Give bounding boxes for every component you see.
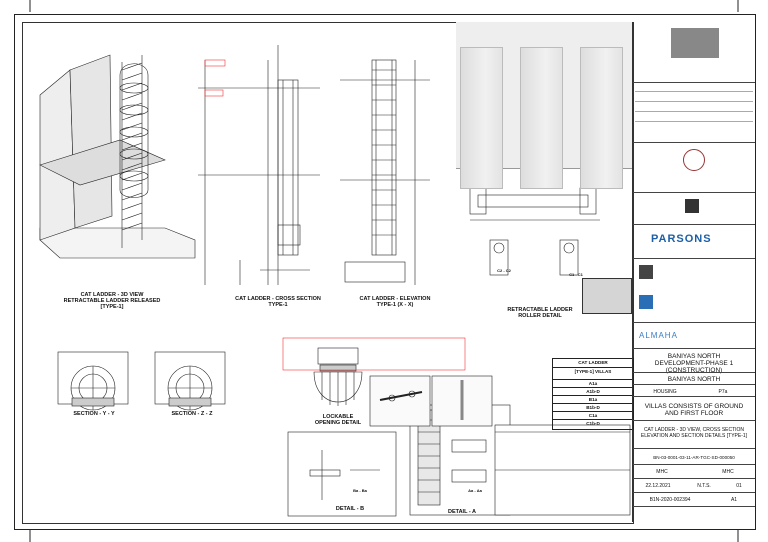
title-block: PARSONS ALMAHA BANIYAS NORTH DEVELOPMENT… bbox=[632, 22, 755, 522]
section-zz-label: SECTION - Z - Z bbox=[171, 411, 213, 417]
drawn-checked-row: MHC MHC bbox=[633, 464, 755, 479]
roller-label: RETRACTABLE LADDER ROLLER DETAIL bbox=[507, 307, 573, 319]
developer-logo-row bbox=[633, 192, 755, 225]
cat-ladder-cross-section bbox=[198, 45, 320, 285]
date: 22.12.2021 bbox=[645, 483, 671, 489]
package: P7a bbox=[718, 389, 728, 395]
table-subtitle: [TYPE-1] VILLAS bbox=[553, 367, 633, 376]
scale: N.T.S. bbox=[697, 483, 711, 489]
c2-label: C2 - C2 bbox=[497, 268, 511, 273]
sheet-size: A1 bbox=[730, 497, 738, 503]
detail-a-label: DETAIL - A bbox=[447, 509, 476, 515]
drawing-sheet-border bbox=[14, 14, 756, 530]
table-row: B1a bbox=[553, 395, 633, 404]
area-name: BANIYAS NORTH bbox=[667, 376, 721, 383]
roller-detail bbox=[469, 187, 600, 276]
section-yy bbox=[57, 351, 129, 411]
discipline-row: HOUSING P7a bbox=[633, 384, 755, 397]
render-photo-2 bbox=[520, 47, 563, 189]
contract-row: B1N-2020-002394 A1 bbox=[633, 492, 755, 507]
table-row: C1b-D bbox=[553, 419, 633, 428]
render-photo-1 bbox=[460, 47, 503, 189]
cat-ladder-3d-view bbox=[39, 54, 196, 259]
drawing-title: CAT LADDER - 3D VIEW, CROSS SECTION ELEV… bbox=[640, 427, 748, 439]
drawn-by: MHC bbox=[656, 469, 668, 475]
revision: 01 bbox=[736, 483, 742, 489]
drawing-title-row: CAT LADDER - 3D VIEW, CROSS SECTION ELEV… bbox=[633, 420, 755, 449]
c1-label: C1 - C1 bbox=[569, 272, 583, 277]
consultant-logo: PARSONS bbox=[651, 233, 712, 245]
consultant-row: PARSONS bbox=[633, 224, 755, 259]
drawing-number: BN-03-0001-03-11-AR-TGC-SD-000050 bbox=[653, 455, 735, 460]
discipline: HOUSING bbox=[653, 389, 677, 395]
subconsultant-row bbox=[633, 258, 755, 323]
contractor-row: ALMAHA bbox=[633, 322, 755, 349]
roller-photo bbox=[582, 278, 632, 314]
drawing-number-row: BN-03-0001-03-11-AR-TGC-SD-000050 bbox=[633, 448, 755, 465]
table-row: A1b-D bbox=[553, 387, 633, 396]
checked-by: MHC bbox=[722, 469, 734, 475]
detail-b-label: DETAIL - B bbox=[335, 506, 365, 512]
ba-label: Ba - Ba bbox=[353, 488, 367, 493]
description-row: VILLAS CONSISTS OF GROUND AND FIRST FLOO… bbox=[633, 396, 755, 421]
aa-label: Aa - Aa bbox=[468, 488, 482, 493]
ladder-render-photos bbox=[456, 22, 632, 189]
cat-ladder-elevation bbox=[340, 59, 430, 285]
client-seal-icon bbox=[683, 149, 705, 171]
project-name-row: BANIYAS NORTH DEVELOPMENT-PHASE 1 (CONST… bbox=[633, 348, 755, 374]
cat-ladder-villa-table: CAT LADDER [TYPE-1] VILLAS A1a A1b-D B1a… bbox=[552, 358, 634, 430]
area-row: BANIYAS NORTH bbox=[633, 372, 755, 385]
drawing-area bbox=[22, 22, 634, 524]
table-row: A1a bbox=[553, 379, 633, 388]
sub-logo-icon bbox=[639, 265, 653, 279]
table-row: B1b-D bbox=[553, 403, 633, 412]
lockable-opening-detail bbox=[313, 347, 363, 406]
bottom-row bbox=[633, 506, 755, 523]
client-logo-row bbox=[633, 142, 755, 193]
project-name: BANIYAS NORTH DEVELOPMENT-PHASE 1 (CONST… bbox=[654, 353, 734, 374]
revision-rows bbox=[633, 82, 755, 143]
lockable-label: LOCKABLE OPENING DETAIL bbox=[314, 414, 362, 426]
table-title: CAT LADDER bbox=[578, 360, 608, 365]
cross-section-label: CAT LADDER - CROSS SECTION TYPE-1 bbox=[235, 296, 321, 308]
date-scale-row: 22.12.2021 N.T.S. 01 bbox=[633, 478, 755, 493]
view-3d-label: CAT LADDER - 3D VIEW RETRACTABLE LADDER … bbox=[63, 292, 161, 310]
key-plan bbox=[633, 22, 755, 82]
description: VILLAS CONSISTS OF GROUND AND FIRST FLOO… bbox=[644, 403, 744, 417]
developer-logo-icon bbox=[685, 199, 699, 213]
contract-number: B1N-2020-002394 bbox=[649, 497, 691, 503]
sub-logo-2-icon bbox=[639, 295, 653, 309]
detail-b bbox=[287, 431, 397, 517]
elevation-label: CAT LADDER - ELEVATION TYPE-1 (X - X) bbox=[359, 296, 431, 308]
contractor-logo: ALMAHA bbox=[639, 331, 678, 340]
render-photo-3 bbox=[580, 47, 623, 189]
section-zz bbox=[154, 351, 226, 411]
key-plan-image bbox=[671, 28, 719, 58]
section-yy-label: SECTION - Y - Y bbox=[73, 411, 115, 417]
table-row: C1a bbox=[553, 411, 633, 420]
